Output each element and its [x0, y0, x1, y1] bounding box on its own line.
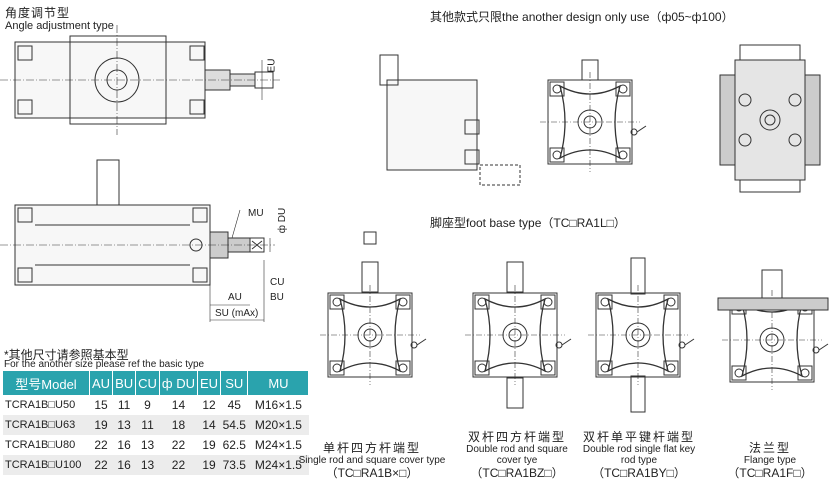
- variant-side-view: [379, 54, 521, 186]
- header-du: ф DU: [159, 371, 199, 395]
- cell: TCRA1B□U50: [5, 399, 76, 411]
- cell: 9: [144, 398, 151, 412]
- cell: 14: [197, 415, 221, 435]
- cell: 13: [140, 438, 155, 452]
- cell: 15: [94, 398, 108, 412]
- cell: 19: [197, 455, 221, 475]
- double-rod-square-view: [464, 284, 572, 386]
- cell: 13: [135, 455, 160, 475]
- cell: 16: [112, 455, 136, 475]
- caption-code: （TC□RA1F□）: [727, 466, 813, 480]
- angle-top-view: [0, 25, 280, 135]
- caption-en: Flange type: [743, 455, 797, 466]
- header-au: AU: [89, 371, 114, 395]
- note-cn: *其他尺寸请参照基本型: [4, 348, 129, 362]
- cell: M20×1.5: [247, 415, 309, 435]
- right-title: 其他款式只限the another design only use（ф05~ф1…: [430, 10, 734, 24]
- mu-label: MU: [248, 208, 264, 219]
- cell: M24×1.5: [254, 438, 302, 452]
- variant-caption-double-rod-key: 双杆单平键杆端型 Double rod single flat key rod …: [580, 430, 698, 480]
- cell: M16×1.5: [254, 398, 302, 412]
- left-title-cn: 角度调节型: [5, 6, 71, 20]
- cell: 22: [159, 455, 198, 475]
- table-header: 型号Model AU BU CU ф DU EU SU MU: [3, 371, 310, 395]
- cell: TCRA1B□U80: [5, 439, 76, 451]
- caption-en: Double rod and square cover tye: [466, 444, 568, 466]
- bu-label: BU: [270, 292, 284, 303]
- caption-cn: 法兰型: [748, 441, 791, 455]
- eu-label: EU: [266, 58, 278, 73]
- variant-caption-double-rod: 双杆四方杆端型 Double rod and square cover tye …: [462, 430, 572, 480]
- cell: 11: [135, 415, 160, 435]
- table-row: TCRA1B□U80 22 16 13 22 19 62.5 M24×1.5: [3, 435, 309, 455]
- header-model: 型号Model: [3, 371, 90, 395]
- cell: 22: [89, 455, 113, 475]
- cell: 14: [171, 398, 186, 412]
- single-rod-square-view: [319, 284, 427, 386]
- single-rod: [361, 261, 379, 293]
- variant-double-flange-view: [719, 44, 821, 193]
- cell: 18: [159, 415, 198, 435]
- cell: TCRA1B□U100: [3, 455, 90, 475]
- caption-cn: 单杆四方杆端型: [322, 441, 421, 455]
- cell: 16: [117, 438, 131, 452]
- note-en: For the another size please ref the basi…: [4, 359, 205, 370]
- variant-caption-flange: 法兰型 Flange type （TC□RA1F□）: [715, 441, 825, 480]
- cell: 54.5: [220, 415, 248, 435]
- cell: 19: [202, 438, 216, 452]
- cell: M24×1.5: [247, 455, 309, 475]
- cu-label: CU: [270, 277, 285, 288]
- cell: 11: [117, 398, 131, 412]
- su-label: SU (mAx): [215, 308, 259, 319]
- header-bu: BU: [112, 371, 137, 395]
- cell: 12: [202, 398, 216, 412]
- cell: 13: [112, 415, 136, 435]
- variant-square-view: [539, 71, 647, 173]
- table-row: TCRA1B□U50 15 11 9 14 12 45 M16×1.5: [3, 395, 309, 415]
- double-rod-key-view: [587, 284, 695, 386]
- caption-cn: 双杆单平键杆端型: [582, 430, 695, 444]
- caption-code: （TC□RA1BY□）: [592, 466, 686, 480]
- cell: 45: [227, 398, 241, 412]
- header-mu: MU: [247, 371, 310, 395]
- caption-en: Double rod single flat key rod type: [582, 444, 696, 466]
- variant-square-rod: [581, 59, 599, 81]
- header-cu: CU: [135, 371, 160, 395]
- caption-en: Single rod and square cover type: [298, 455, 446, 466]
- dimension-table: 型号Model AU BU CU ф DU EU SU MU TCRA1B□U5…: [3, 371, 310, 475]
- caption-code: （TC□RA1B×□）: [325, 466, 419, 480]
- cell: 22: [94, 438, 108, 452]
- du-label: ф DU: [277, 207, 289, 234]
- cell: TCRA1B□U63: [3, 415, 90, 435]
- caption-cn: 双杆四方杆端型: [467, 430, 566, 444]
- cell: 22: [171, 438, 186, 452]
- au-label: AU: [228, 292, 242, 303]
- cell: 62.5: [222, 438, 246, 452]
- header-eu: EU: [197, 371, 222, 395]
- cell: 19: [89, 415, 113, 435]
- angle-side-view: [0, 159, 275, 322]
- flange-plate: [717, 297, 829, 311]
- header-su: SU: [220, 371, 249, 395]
- variant-caption-single-rod: 单杆四方杆端型 Single rod and square cover type…: [292, 441, 452, 480]
- caption-code: （TC□RA1BZ□）: [470, 466, 564, 480]
- cell: 73.5: [220, 455, 248, 475]
- left-title-en: Angle adjustment type: [5, 20, 114, 32]
- foot-base-title: 脚座型foot base type（TC□RA1L□）: [430, 216, 626, 230]
